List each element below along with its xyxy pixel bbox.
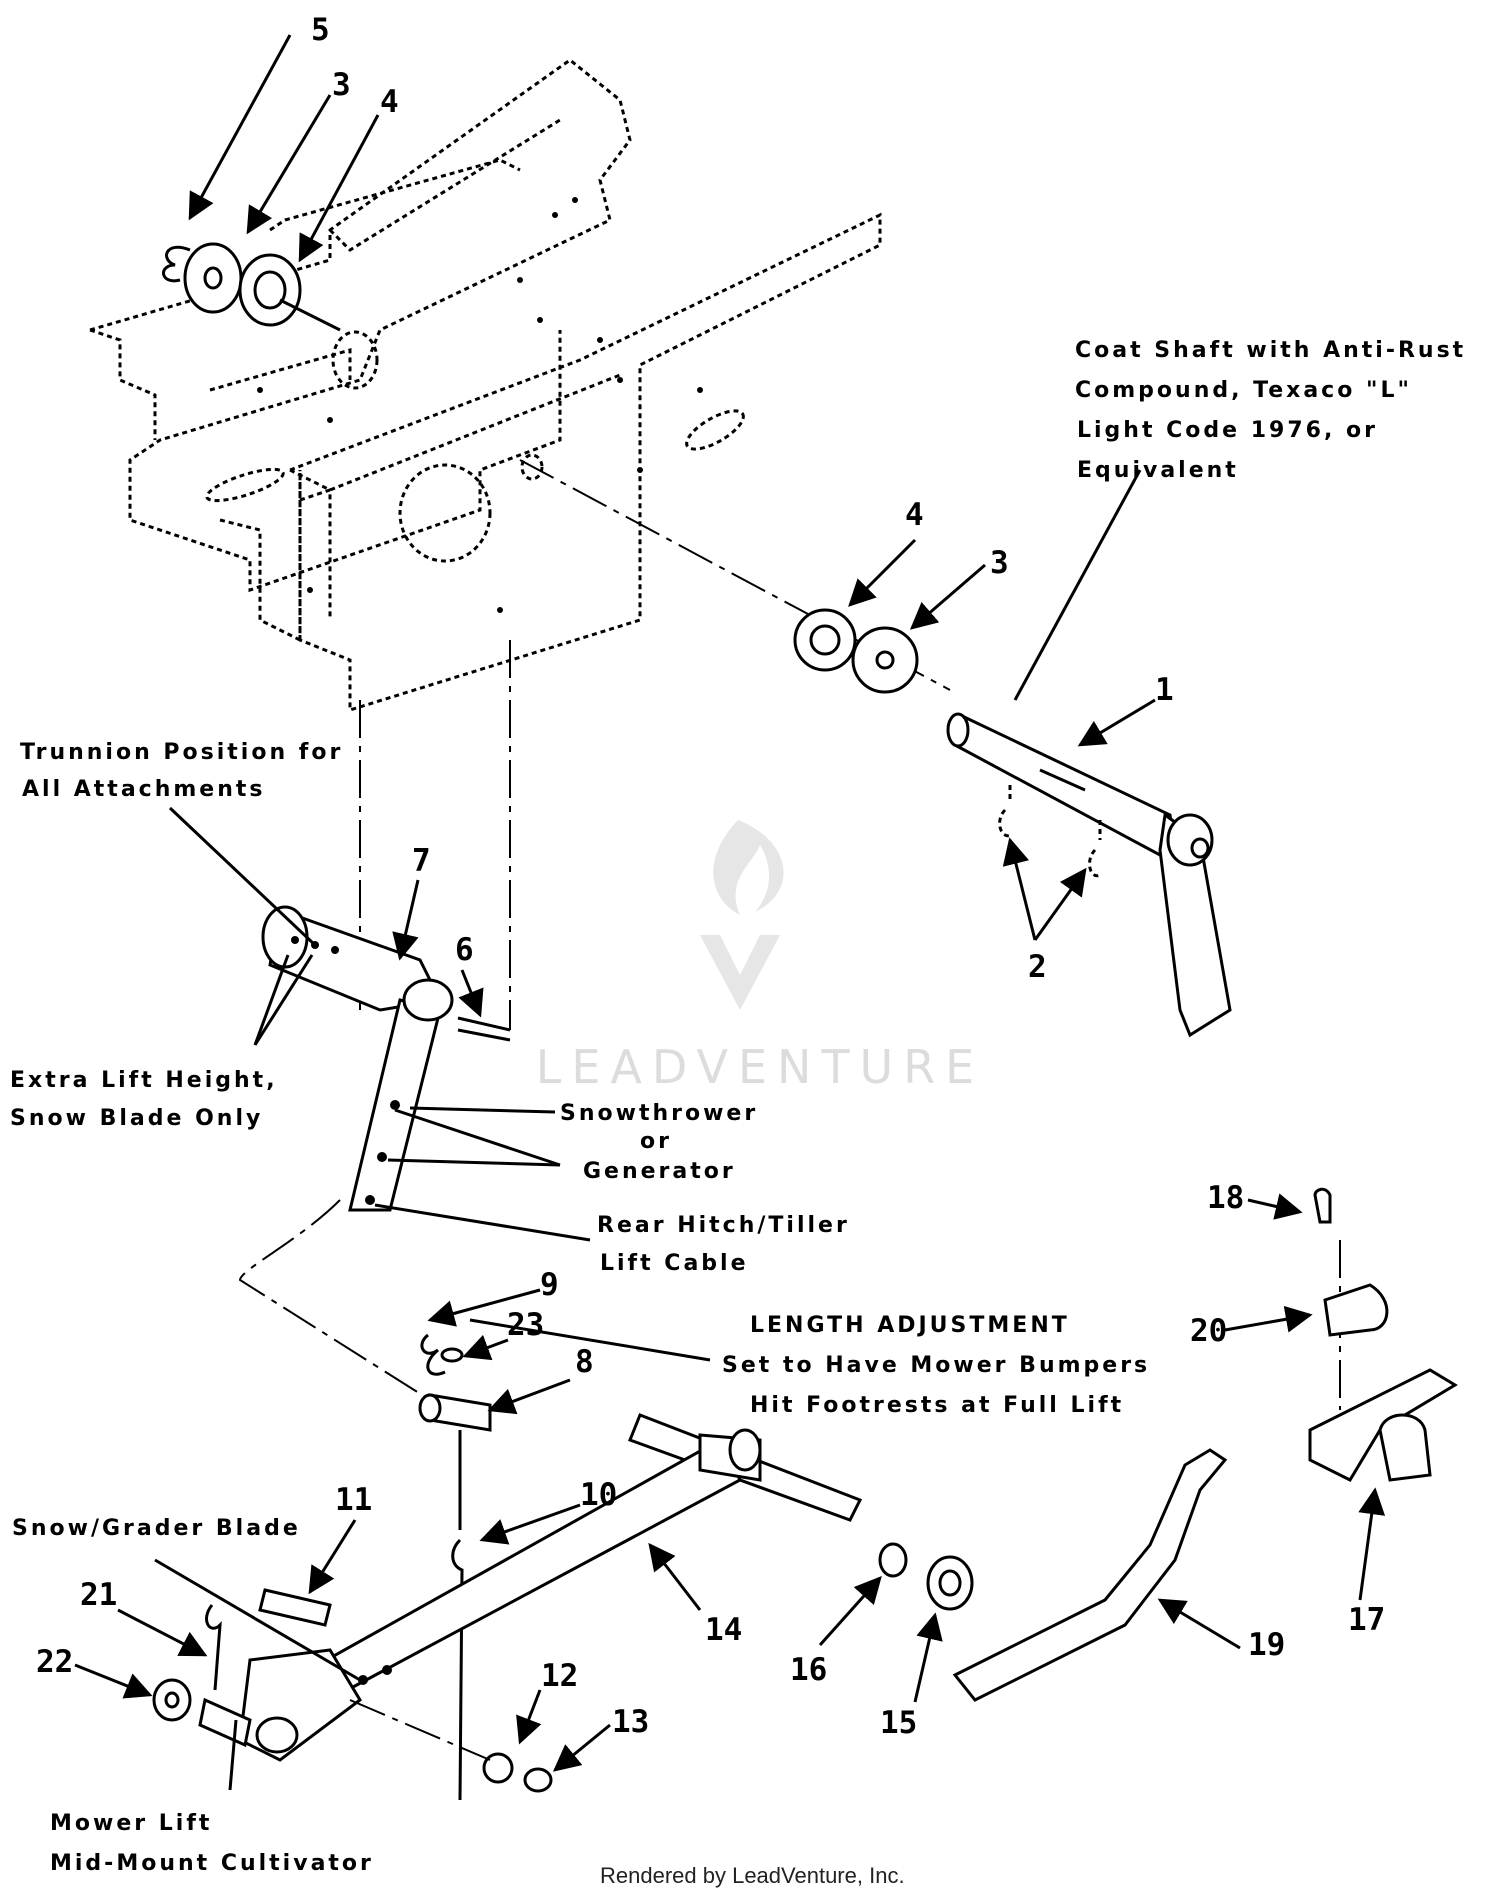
callout-16: 16: [790, 1652, 827, 1688]
callout-19: 19: [1248, 1627, 1285, 1663]
left-hardware: [162, 242, 341, 332]
rear-hitch-line-2: Lift Cable: [600, 1251, 749, 1276]
trunnion: [261, 905, 511, 1212]
coat-shaft-line-2: Compound, Texaco "L": [1075, 378, 1412, 403]
callout-4b: 4: [905, 497, 924, 533]
right-washers: [793, 608, 919, 694]
extra-lift-line-1: Extra Lift Height,: [10, 1068, 278, 1093]
callout-4: 4: [380, 84, 399, 120]
trunnion-line-2: All Attachments: [22, 777, 266, 802]
callout-20: 20: [1190, 1313, 1227, 1349]
length-adjustment-line-3: Hit Footrests at Full Lift: [750, 1393, 1124, 1418]
callout-18: 18: [1207, 1180, 1244, 1216]
callouts: 5 3 4 4 3 1 2 7 6 9 23 8 10 11 21 22 12 …: [36, 12, 1385, 1741]
watermark-text: LEADVENTURE: [536, 1040, 985, 1094]
lift-shaft: [946, 712, 1232, 1038]
lift-bar: [198, 1413, 863, 1762]
mower-lift-line-1: Mower Lift: [50, 1811, 212, 1836]
callout-22: 22: [36, 1644, 73, 1680]
callout-13: 13: [612, 1704, 649, 1740]
callout-3b: 3: [990, 545, 1009, 581]
lift-link: [238, 1199, 492, 1801]
snowthrower-line-1: Snowthrower: [560, 1101, 758, 1126]
callout-9: 9: [540, 1267, 559, 1303]
length-adjustment-title: LENGTH ADJUSTMENT: [750, 1313, 1070, 1338]
callout-5: 5: [311, 12, 330, 48]
watermark: LEADVENTURE: [536, 820, 985, 1094]
callout-15: 15: [880, 1705, 917, 1741]
callout-6: 6: [455, 932, 474, 968]
callout-14: 14: [705, 1612, 742, 1648]
callout-21: 21: [80, 1577, 117, 1613]
callout-8: 8: [575, 1344, 594, 1380]
snowthrower-line-2: or: [640, 1129, 672, 1154]
callout-3: 3: [332, 67, 351, 103]
callout-10: 10: [580, 1477, 617, 1513]
footer-credit: Rendered by LeadVenture, Inc.: [600, 1863, 905, 1888]
mower-lift-line-2: Mid-Mount Cultivator: [50, 1851, 374, 1876]
frame-assembly: [89, 58, 882, 713]
annotations: Coat Shaft with Anti-Rust Compound, Texa…: [10, 338, 1466, 1876]
callout-1: 1: [1155, 672, 1174, 708]
callout-17: 17: [1348, 1602, 1385, 1638]
trunnion-line-1: Trunnion Position for: [20, 740, 343, 765]
length-adjustment-line-2: Set to Have Mower Bumpers: [722, 1353, 1150, 1378]
callout-23: 23: [507, 1307, 544, 1343]
lift-tube: [952, 1448, 1228, 1702]
rear-hitch-line-1: Rear Hitch/Tiller: [597, 1213, 850, 1238]
callout-7: 7: [412, 843, 431, 879]
coat-shaft-line-4: Equivalent: [1077, 458, 1239, 483]
snow-grader-label: Snow/Grader Blade: [12, 1516, 301, 1541]
bracket-assembly: [1308, 1187, 1458, 1482]
coat-shaft-line-1: Coat Shaft with Anti-Rust: [1075, 338, 1466, 363]
small-hardware: [152, 1542, 974, 1793]
extra-lift-line-2: Snow Blade Only: [10, 1106, 263, 1131]
coat-shaft-line-3: Light Code 1976, or: [1077, 418, 1378, 443]
leader-lines: [74, 34, 1386, 1791]
callout-2: 2: [1028, 949, 1047, 985]
callout-12: 12: [541, 1658, 578, 1694]
callout-11: 11: [335, 1482, 372, 1518]
snowthrower-line-3: Generator: [583, 1159, 736, 1184]
